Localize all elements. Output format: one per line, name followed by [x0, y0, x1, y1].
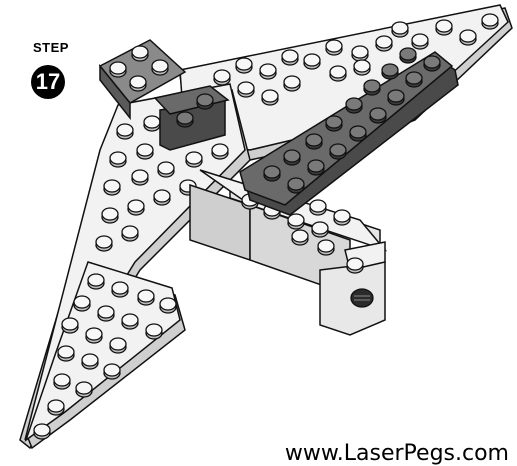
step-label: STEP — [33, 40, 69, 55]
grille-vent-icon — [351, 289, 373, 307]
website-url: www.LaserPegs.com — [285, 441, 509, 466]
step-number-badge: 17 — [31, 65, 65, 99]
